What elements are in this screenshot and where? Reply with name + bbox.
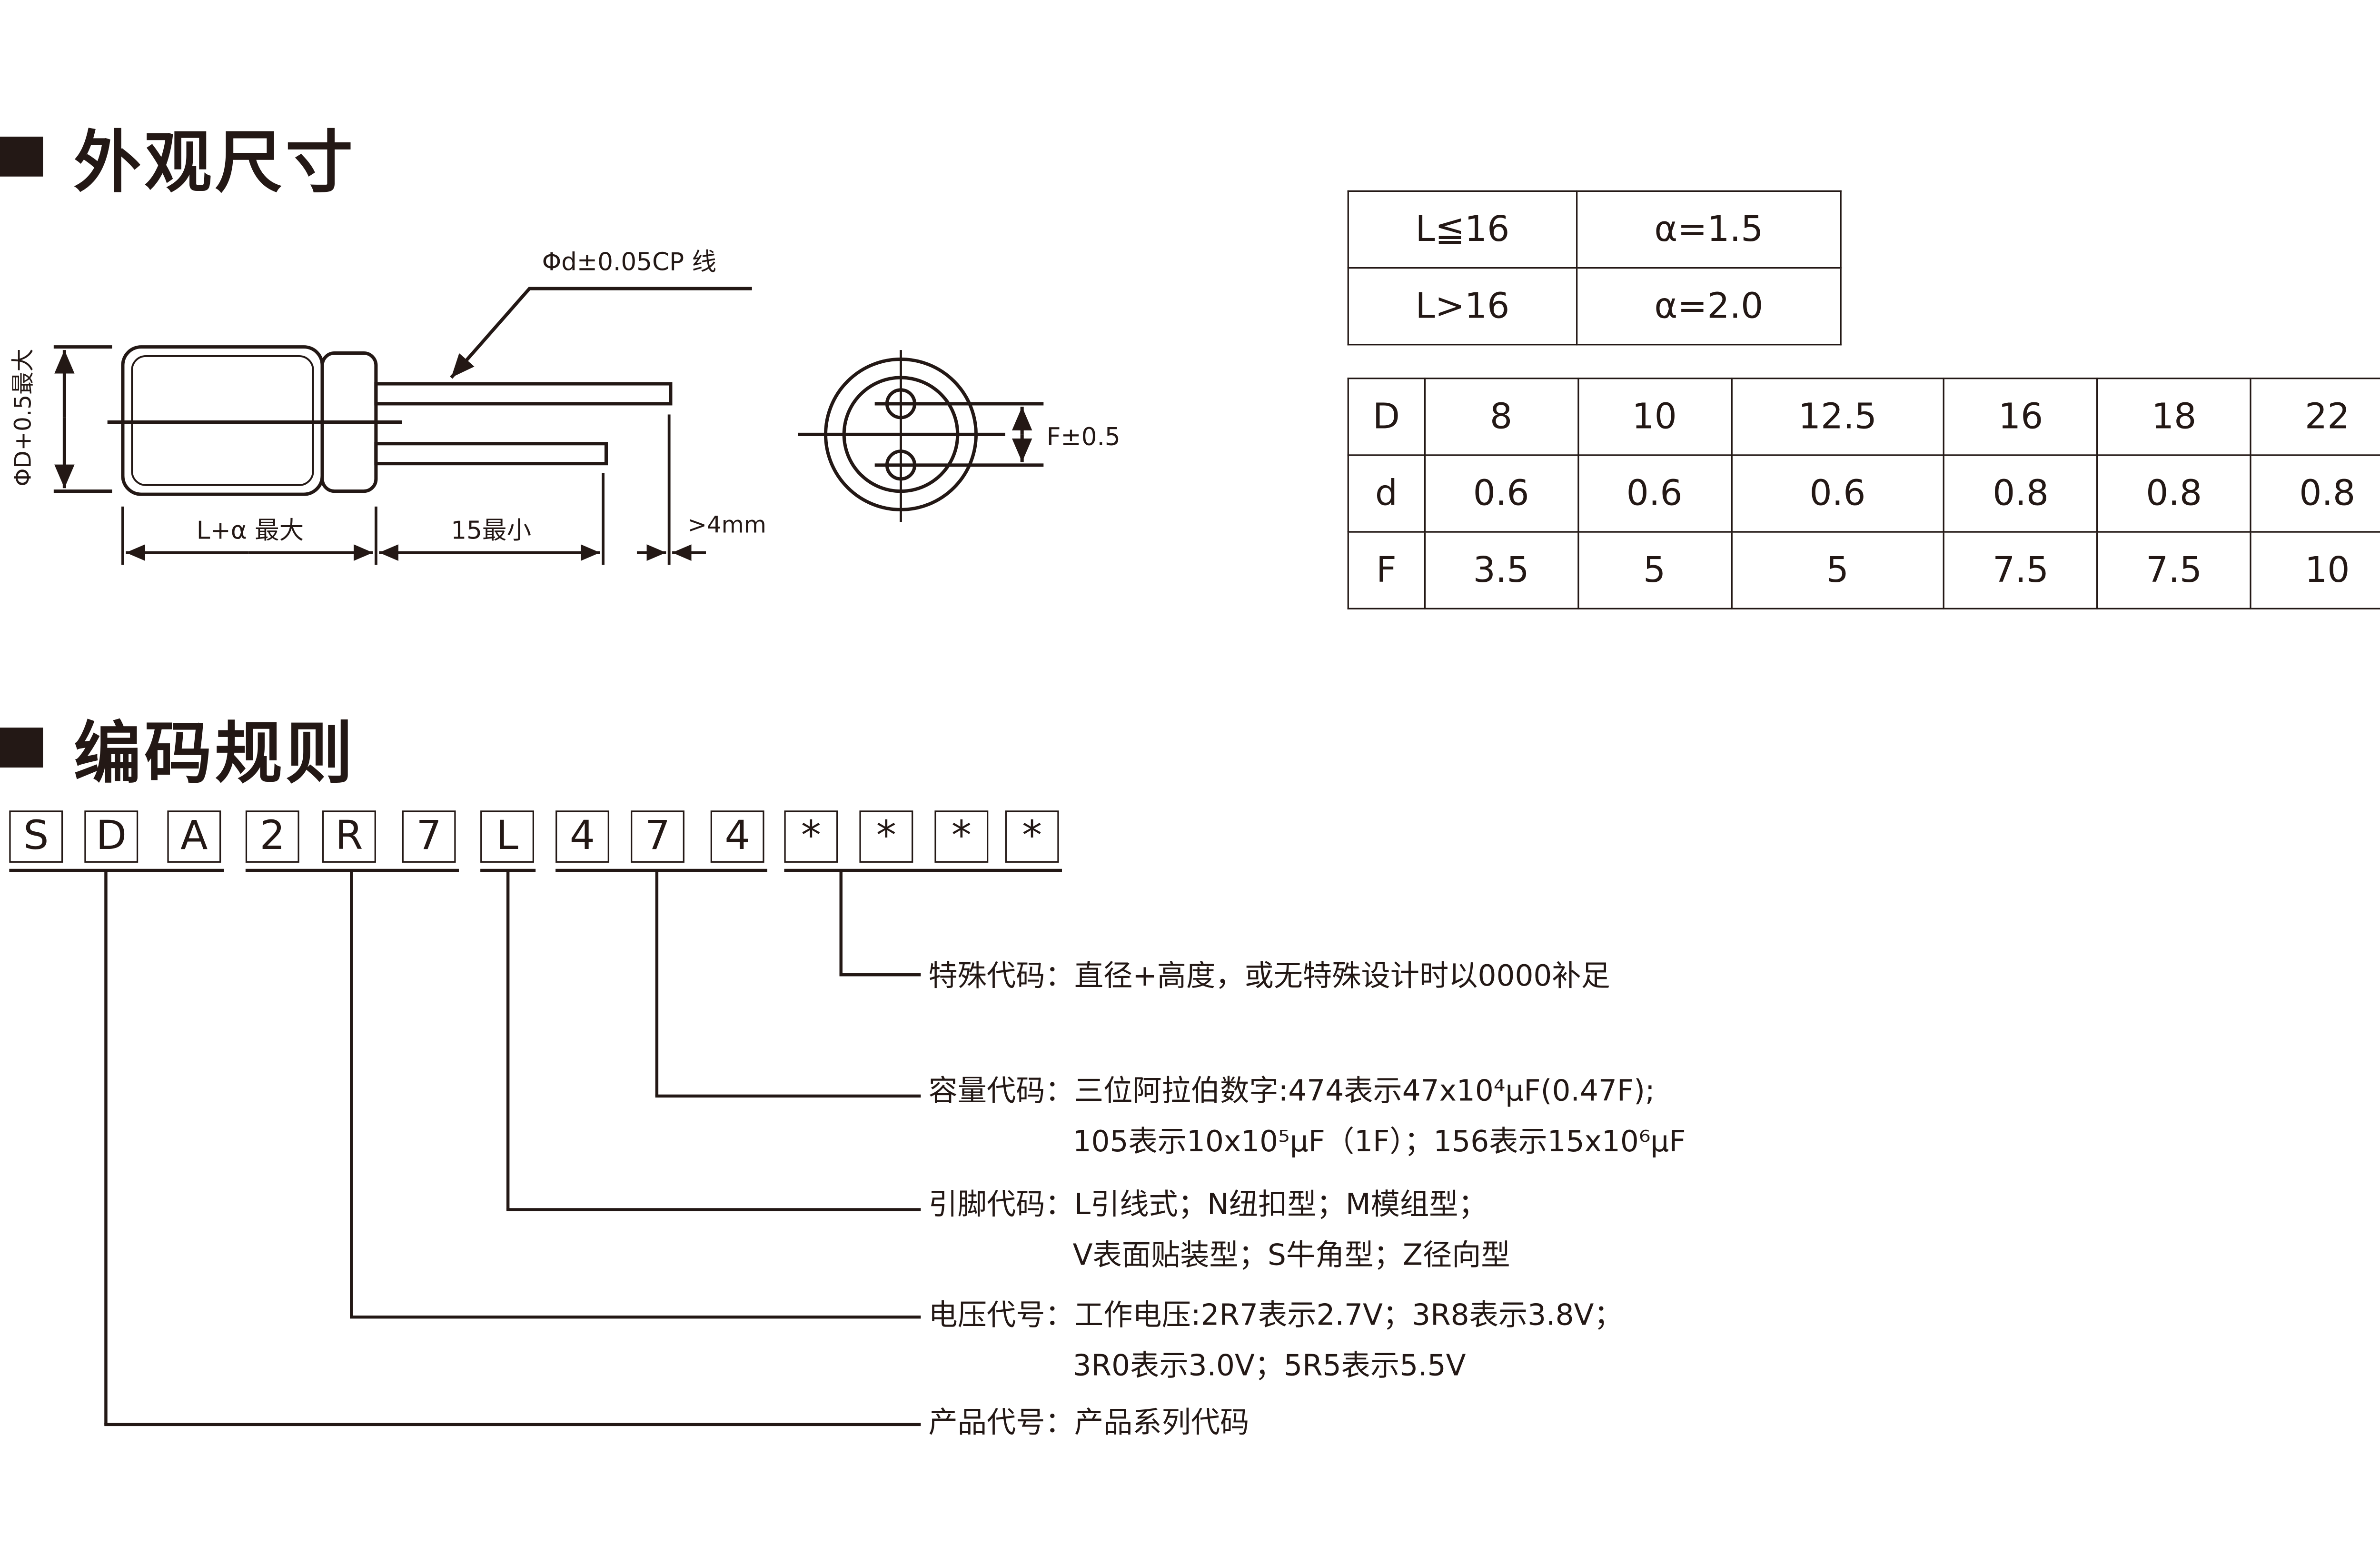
code-char-box: 4 — [555, 810, 609, 863]
voltage-code-desc: 电压代号：工作电压:2R7表示2.7V；3R8表示3.8V； — [929, 1297, 1623, 1334]
product-code-desc: 产品代号：产品系列代码 — [929, 1405, 1250, 1441]
cell: 3.5 — [1424, 531, 1579, 609]
code-char-box: R — [322, 810, 376, 863]
label: 引脚代码： — [928, 1188, 1074, 1222]
square-bullet-icon — [0, 728, 43, 768]
section-heading-coding: 编码规则 — [0, 698, 356, 797]
diameter-dimension — [53, 345, 112, 493]
cell: F — [1347, 531, 1426, 609]
diameter-label: ΦD+0.5最大 — [10, 349, 36, 486]
code-char-box: A — [167, 810, 221, 863]
bottom-view — [798, 350, 1044, 522]
gap-label: >4mm — [687, 512, 766, 539]
cell: 8 — [1424, 378, 1579, 456]
cell: 0.6 — [1730, 454, 1945, 533]
code-char-box: * — [784, 810, 838, 863]
cell: 0.6 — [1577, 454, 1732, 533]
code-char-box: S — [9, 810, 63, 863]
section-title: 外观尺寸 — [73, 124, 356, 203]
code-char-box: * — [1005, 810, 1059, 863]
cell: 12.5 — [1730, 378, 1945, 456]
cell: α=2.0 — [1576, 267, 1842, 346]
code-char-box: 7 — [631, 810, 684, 863]
cell: d — [1347, 454, 1426, 533]
square-bullet-icon — [0, 136, 43, 177]
capacitor-body — [107, 345, 402, 496]
pitch-label: F±0.5 — [1047, 423, 1121, 451]
lead-code-desc: 引脚代码：L引线式；N纽扣型；M模组型； — [929, 1187, 1488, 1223]
text: 工作电压:2R7表示2.7V；3R8表示3.8V； — [1074, 1298, 1623, 1333]
leader-line — [450, 287, 752, 379]
cell: 22 — [2250, 378, 2380, 456]
special-code-desc: 特殊代码：直径+高度，或无特殊设计时以0000补足 — [929, 958, 1610, 995]
capacitor-dimension-drawing: Φd±0.05CP 线 ΦD+0.5最大 L+α 最大 15最小 >4mm F±… — [10, 248, 1121, 565]
cell: 0.8 — [2096, 454, 2251, 533]
lead-length-label: 15最小 — [451, 517, 531, 545]
label: 容量代码： — [928, 1074, 1074, 1108]
cell: 5 — [1730, 531, 1945, 609]
text: 直径+高度，或无特殊设计时以0000补足 — [1074, 959, 1610, 993]
capacity-code-desc-2: 105表示10x10⁵μF（1F）；156表示15x10⁶μF — [1072, 1125, 1686, 1159]
label: 特殊代码： — [928, 959, 1074, 993]
voltage-code-desc-2: 3R0表示3.0V；5R5表示5.5V — [1072, 1349, 1466, 1383]
cell: 7.5 — [1943, 531, 2098, 609]
text: L引线式；N纽扣型；M模组型； — [1074, 1188, 1488, 1222]
cell: D — [1347, 378, 1426, 456]
cell: 0.8 — [1943, 454, 2098, 533]
cell: 5 — [1577, 531, 1732, 609]
lead-code-desc-2: V表面贴装型；S牛角型；Z径向型 — [1072, 1238, 1510, 1273]
label: 电压代号： — [928, 1298, 1074, 1333]
text: 三位阿拉伯数字:474表示47x10⁴μF(0.47F); — [1074, 1074, 1655, 1108]
cell: 16 — [1943, 378, 2098, 456]
label: 产品代号： — [928, 1406, 1074, 1440]
cell: 18 — [2096, 378, 2251, 456]
lead-wires — [374, 382, 673, 466]
section-title: 编码规则 — [73, 715, 356, 794]
text: 产品系列代码 — [1074, 1406, 1250, 1440]
cell: 10 — [1577, 378, 1732, 456]
cell: L>16 — [1347, 267, 1578, 346]
cell: 7.5 — [2096, 531, 2251, 609]
cell: L≦16 — [1347, 190, 1578, 269]
length-dimensions — [121, 414, 706, 565]
capacity-code-desc: 容量代码：三位阿拉伯数字:474表示47x10⁴μF(0.47F); — [929, 1073, 1655, 1110]
cell: 0.8 — [2250, 454, 2380, 533]
section-heading-dimensions: 外观尺寸 — [0, 108, 356, 206]
code-char-box: * — [859, 810, 913, 863]
cell: 0.6 — [1424, 454, 1579, 533]
lead-label: Φd±0.05CP 线 — [542, 248, 716, 276]
cell: α=1.5 — [1576, 190, 1842, 269]
length-label: L+α 最大 — [197, 517, 304, 545]
code-char-box: 4 — [710, 810, 764, 863]
code-char-box: D — [84, 810, 139, 863]
code-char-box: 2 — [245, 810, 299, 863]
cell: 10 — [2250, 531, 2380, 609]
code-char-box: * — [934, 810, 989, 863]
code-char-box: 7 — [402, 810, 456, 863]
code-char-box: L — [480, 810, 534, 863]
